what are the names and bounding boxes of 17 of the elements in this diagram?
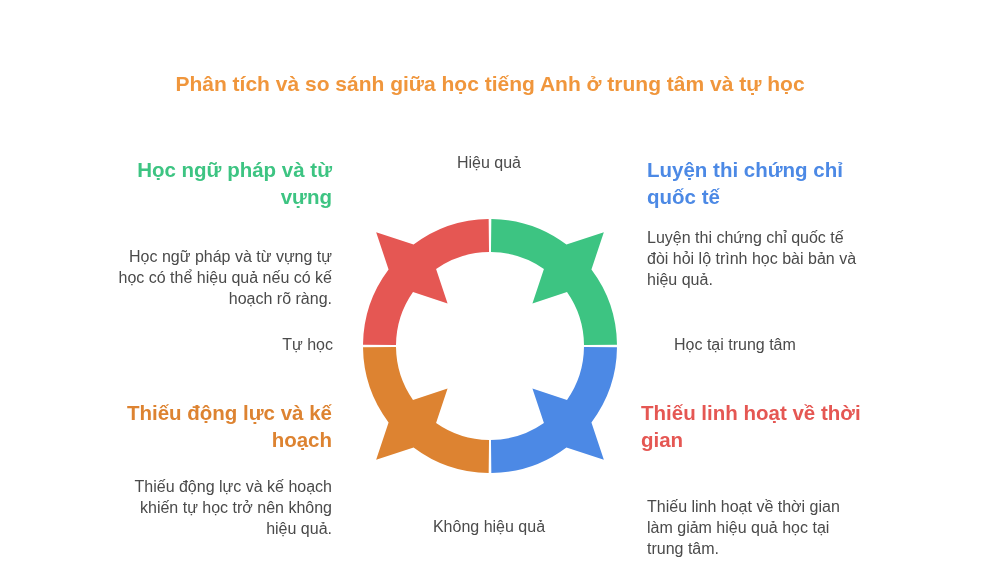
section-heading: Luyện thi chứng chỉ quốc tế [647,157,844,210]
section-heading: Thiếu động lực và kế hoạch [125,400,332,453]
section-description: Luyện thi chứng chỉ quốc tế đòi hỏi lộ trình học bài bản và hiệu quả. [647,228,858,290]
section-description: Thiếu linh hoạt về thời gian làm giảm hiệu quả học tại trung tâm. [647,497,841,559]
curved-arrow-segment [490,219,617,346]
section-heading: Học ngữ pháp và từ vựng [136,157,332,210]
axis-label: Không hiệu quả [431,517,547,537]
axis-label: Hiệu quả [455,153,522,173]
section-heading: Thiếu linh hoạt về thời gian [641,400,862,453]
section-description: Học ngữ pháp và từ vựng tự học có thể hiệu quả nếu có kế hoạch rõ ràng. [117,247,332,309]
curved-arrow-segment [363,219,490,346]
section-description: Thiếu động lực và kế hoạch khiến tự học trở nên không hiệu quả. [133,477,332,539]
axis-label: Học tại trung tâm [674,335,797,355]
curved-arrow-segment [363,346,490,473]
axis-label: Tự học [281,335,333,355]
curved-arrow-segment [490,346,617,473]
diagram-title: Phân tích và so sánh giữa học tiếng Anh ở trung tâm và tự học [174,71,806,97]
